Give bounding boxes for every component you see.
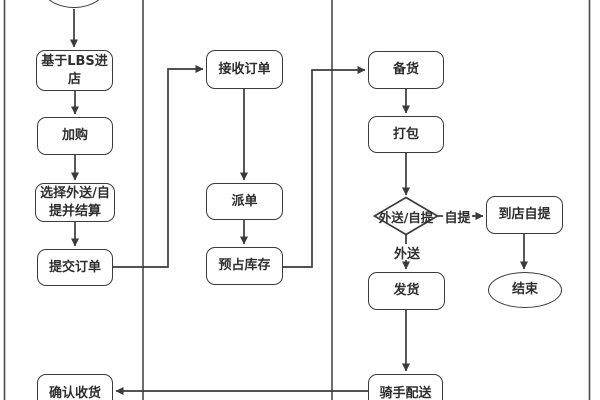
node-store-pickup: 到店自提 [486,196,563,234]
end-node: 结束 [488,272,562,308]
node-ship: 发货 [368,272,445,310]
edge-label-pickup: 自提 [443,208,472,226]
node-lbs-entry: 基于LBS进店 [36,50,113,91]
decision-diamond-shape [372,196,440,236]
node-rider-delivery: 骑手配送 [368,374,443,400]
node-add-to-cart: 加购 [37,117,113,155]
node-reserve-stock: 预占库存 [206,247,283,285]
edge-label-delivery: 外送 [392,244,422,262]
node-submit-order: 提交订单 [37,249,113,286]
edge-reserve-to-prepare [283,66,366,268]
edge-submit-to-receive [113,65,204,268]
node-receive-order: 接收订单 [206,50,283,89]
node-pack: 打包 [368,116,444,153]
node-select-delivery: 选择外送/自提并结算 [35,183,115,222]
node-prepare-goods: 备货 [368,51,444,89]
decision-delivery-or-pickup: 外送/自提 [378,209,434,225]
node-confirm-receipt: 确认收货 [37,374,113,400]
node-dispatch-order: 派单 [206,183,283,220]
